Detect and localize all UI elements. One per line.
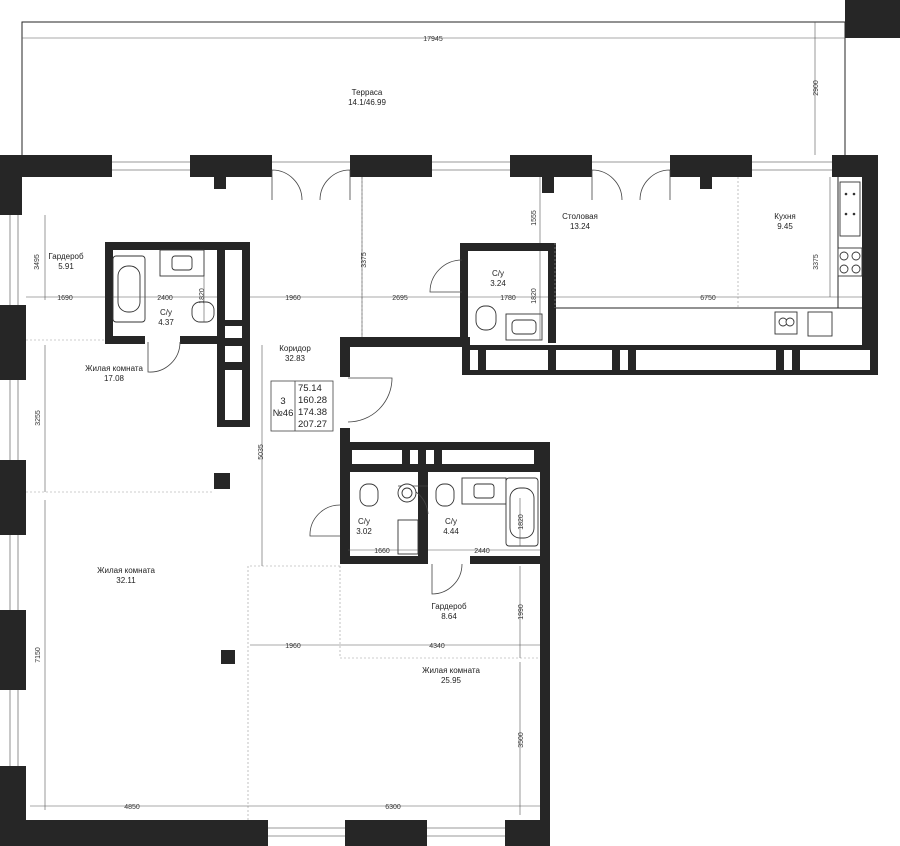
- dim-wardrobe-width: 1690: [57, 295, 73, 302]
- dim-living-2-width: 4850: [124, 804, 140, 811]
- dim-living-2-depth: 7150: [35, 647, 42, 663]
- room-dining-name: Столовая: [562, 212, 598, 221]
- room-bath-c1-name: С/у: [358, 517, 370, 526]
- room-bath-c1-area: 3.02: [356, 527, 372, 536]
- room-terrace-name: Терраса: [352, 88, 383, 97]
- dim-bath-c2-width: 2440: [474, 548, 490, 555]
- dim-corridor-length: 5035: [258, 444, 265, 460]
- dimension-lines: [22, 22, 862, 815]
- west-wall: [0, 215, 26, 846]
- core-walls: [105, 242, 556, 564]
- stats-area-terrace-reduced: 174.38: [298, 407, 327, 418]
- stats-area-terrace-full: 207.27: [298, 419, 327, 430]
- dim-terrace-depth: 2900: [813, 80, 820, 96]
- room-bath-w-name: С/у: [160, 308, 172, 317]
- room-living-3-area: 25.95: [441, 676, 462, 685]
- room-wardrobe-c-name: Гардероб: [431, 602, 467, 611]
- stats-apartment-no: №46: [273, 408, 294, 419]
- dim-bath-n-width: 1780: [500, 295, 516, 302]
- dim-corridor-depth-n: 3375: [361, 252, 368, 268]
- room-terrace-area: 14.1/46.99: [348, 98, 386, 107]
- stats-table: 3 №46 75.14 160.28 174.38 207.27: [270, 380, 334, 432]
- bath-n-fixtures: [475, 305, 543, 341]
- dim-living-3-width: 6300: [385, 804, 401, 811]
- room-bath-n-area: 3.24: [490, 279, 506, 288]
- column-2: [221, 650, 235, 664]
- room-corridor-name: Коридор: [279, 344, 311, 353]
- room-wardrobe-nw-name: Гардероб: [48, 252, 84, 261]
- room-kitchen-name: Кухня: [774, 212, 795, 221]
- room-living-1-area: 17.08: [104, 374, 125, 383]
- room-labels: Терраса 14.1/46.99 Гардероб 5.91 С/у 4.3…: [48, 88, 795, 685]
- bath-w-fixtures: [112, 249, 215, 323]
- room-wardrobe-c-area: 8.64: [441, 612, 457, 621]
- dim-living-1-depth: 3255: [35, 410, 42, 426]
- dim-wardrobe-c-width: 4340: [429, 643, 445, 650]
- lower-east-wall: [540, 442, 550, 846]
- room-corridor-area: 32.83: [285, 354, 306, 363]
- column-1: [214, 473, 230, 489]
- room-dining-area: 13.24: [570, 222, 591, 231]
- interior-doors: [147, 259, 463, 595]
- terrace-outline: [21, 0, 900, 160]
- dim-living-3-depth: 3500: [518, 732, 525, 748]
- room-wardrobe-nw-area: 5.91: [58, 262, 74, 271]
- stats-total-area: 160.28: [298, 395, 327, 406]
- dim-wardrobe-depth: 3495: [34, 254, 41, 270]
- room-living-2-area: 32.11: [116, 576, 136, 585]
- dim-corridor-width-b: 2695: [392, 295, 408, 302]
- stats-living-area: 75.14: [298, 383, 322, 394]
- south-wall: [0, 820, 550, 846]
- room-bath-n-name: С/у: [492, 269, 504, 278]
- bath-c-fixtures: [359, 477, 539, 555]
- east-wall: [462, 155, 878, 375]
- dim-kitchen-width: 6750: [700, 295, 716, 302]
- kitchen-fixtures: [555, 177, 863, 337]
- room-bath-c2-area: 4.44: [443, 527, 459, 536]
- north-wall: [0, 155, 878, 215]
- room-bath-c2-name: С/у: [445, 517, 457, 526]
- dimension-labels: 17945 2900 3495 1690 2400 1820 1960 2695…: [34, 36, 820, 811]
- dim-bath-w-depth: 1820: [199, 288, 206, 304]
- dim-total-width: 17945: [423, 36, 443, 43]
- dim-kitchen-depth: 3375: [813, 254, 820, 270]
- room-living-1-name: Жилая комната: [85, 364, 143, 373]
- dim-corridor-width-c: 1960: [285, 643, 301, 650]
- dim-bath-n-depth: 1820: [531, 288, 538, 304]
- dim-bath-c2-depth: 1820: [518, 514, 525, 530]
- room-kitchen-area: 9.45: [777, 222, 793, 231]
- stats-rooms-count: 3: [280, 396, 285, 407]
- dim-wardrobe-c-depth: 1990: [518, 604, 525, 620]
- dim-bath-w-width: 2400: [157, 295, 173, 302]
- terrace-door-1: [271, 169, 351, 201]
- room-bath-w-area: 4.37: [158, 318, 174, 327]
- dim-bath-c1-width: 1660: [374, 548, 390, 555]
- dim-bath-n-top: 1555: [531, 210, 538, 226]
- corner-column: [845, 0, 900, 38]
- room-living-2-name: Жилая комната: [97, 566, 155, 575]
- terrace-door-2: [591, 169, 671, 201]
- room-living-3-name: Жилая комната: [422, 666, 480, 675]
- dim-corridor-width-a: 1960: [285, 295, 301, 302]
